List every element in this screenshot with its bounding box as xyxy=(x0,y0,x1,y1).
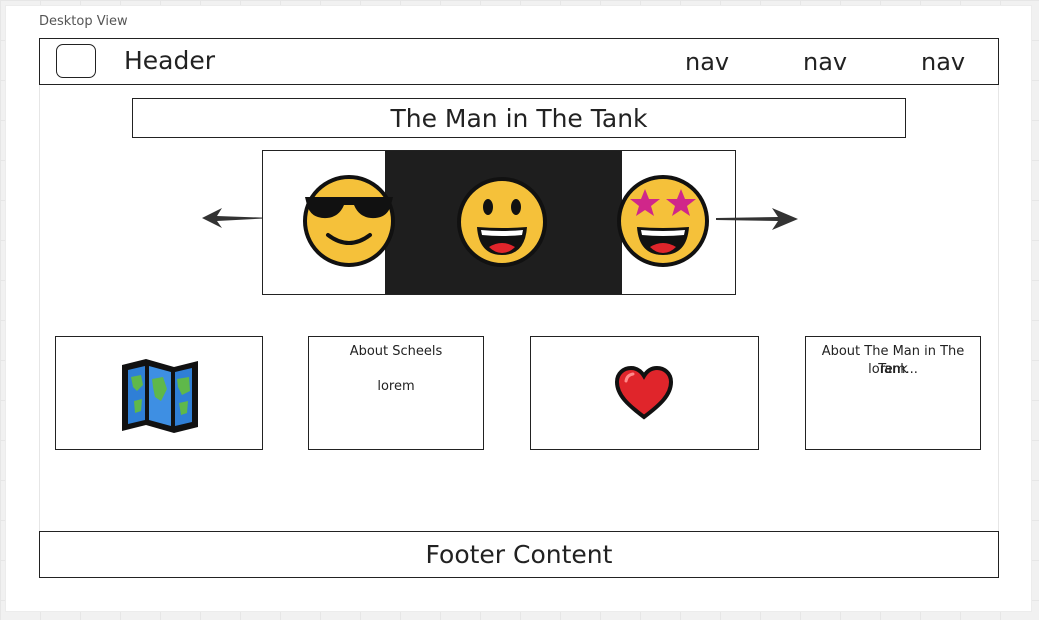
nav-link-2[interactable]: nav xyxy=(803,48,848,76)
site-footer: Footer Content xyxy=(39,531,999,578)
header-title: Header xyxy=(124,46,216,75)
card-heart[interactable] xyxy=(530,336,759,450)
card-heading: About The Man in The Tank xyxy=(821,344,965,377)
card-about-man-in-tank[interactable]: About The Man in The Tank lorem... xyxy=(805,336,981,450)
star-struck-face-icon xyxy=(617,175,709,267)
site-header: Header nav nav nav xyxy=(39,38,999,85)
card-map[interactable] xyxy=(55,336,263,450)
world-map-icon xyxy=(122,359,198,433)
logo-icon[interactable] xyxy=(56,44,96,78)
card-body: lorem xyxy=(377,379,415,394)
sunglasses-face-icon xyxy=(303,175,395,267)
card-body: lorem... xyxy=(868,362,918,377)
grinning-face-icon xyxy=(457,177,547,267)
card-about-scheels[interactable]: About Scheels lorem xyxy=(308,336,484,450)
card-heading: About Scheels xyxy=(349,344,443,359)
arrow-left-icon[interactable] xyxy=(202,208,278,230)
page-title: The Man in The Tank xyxy=(132,98,906,138)
nav-link-1[interactable]: nav xyxy=(685,48,730,76)
frame-label: Desktop View xyxy=(39,14,128,29)
arrow-right-icon[interactable] xyxy=(716,208,800,232)
red-heart-icon xyxy=(614,365,674,420)
image-carousel xyxy=(262,150,736,295)
nav-link-3[interactable]: nav xyxy=(921,48,966,76)
